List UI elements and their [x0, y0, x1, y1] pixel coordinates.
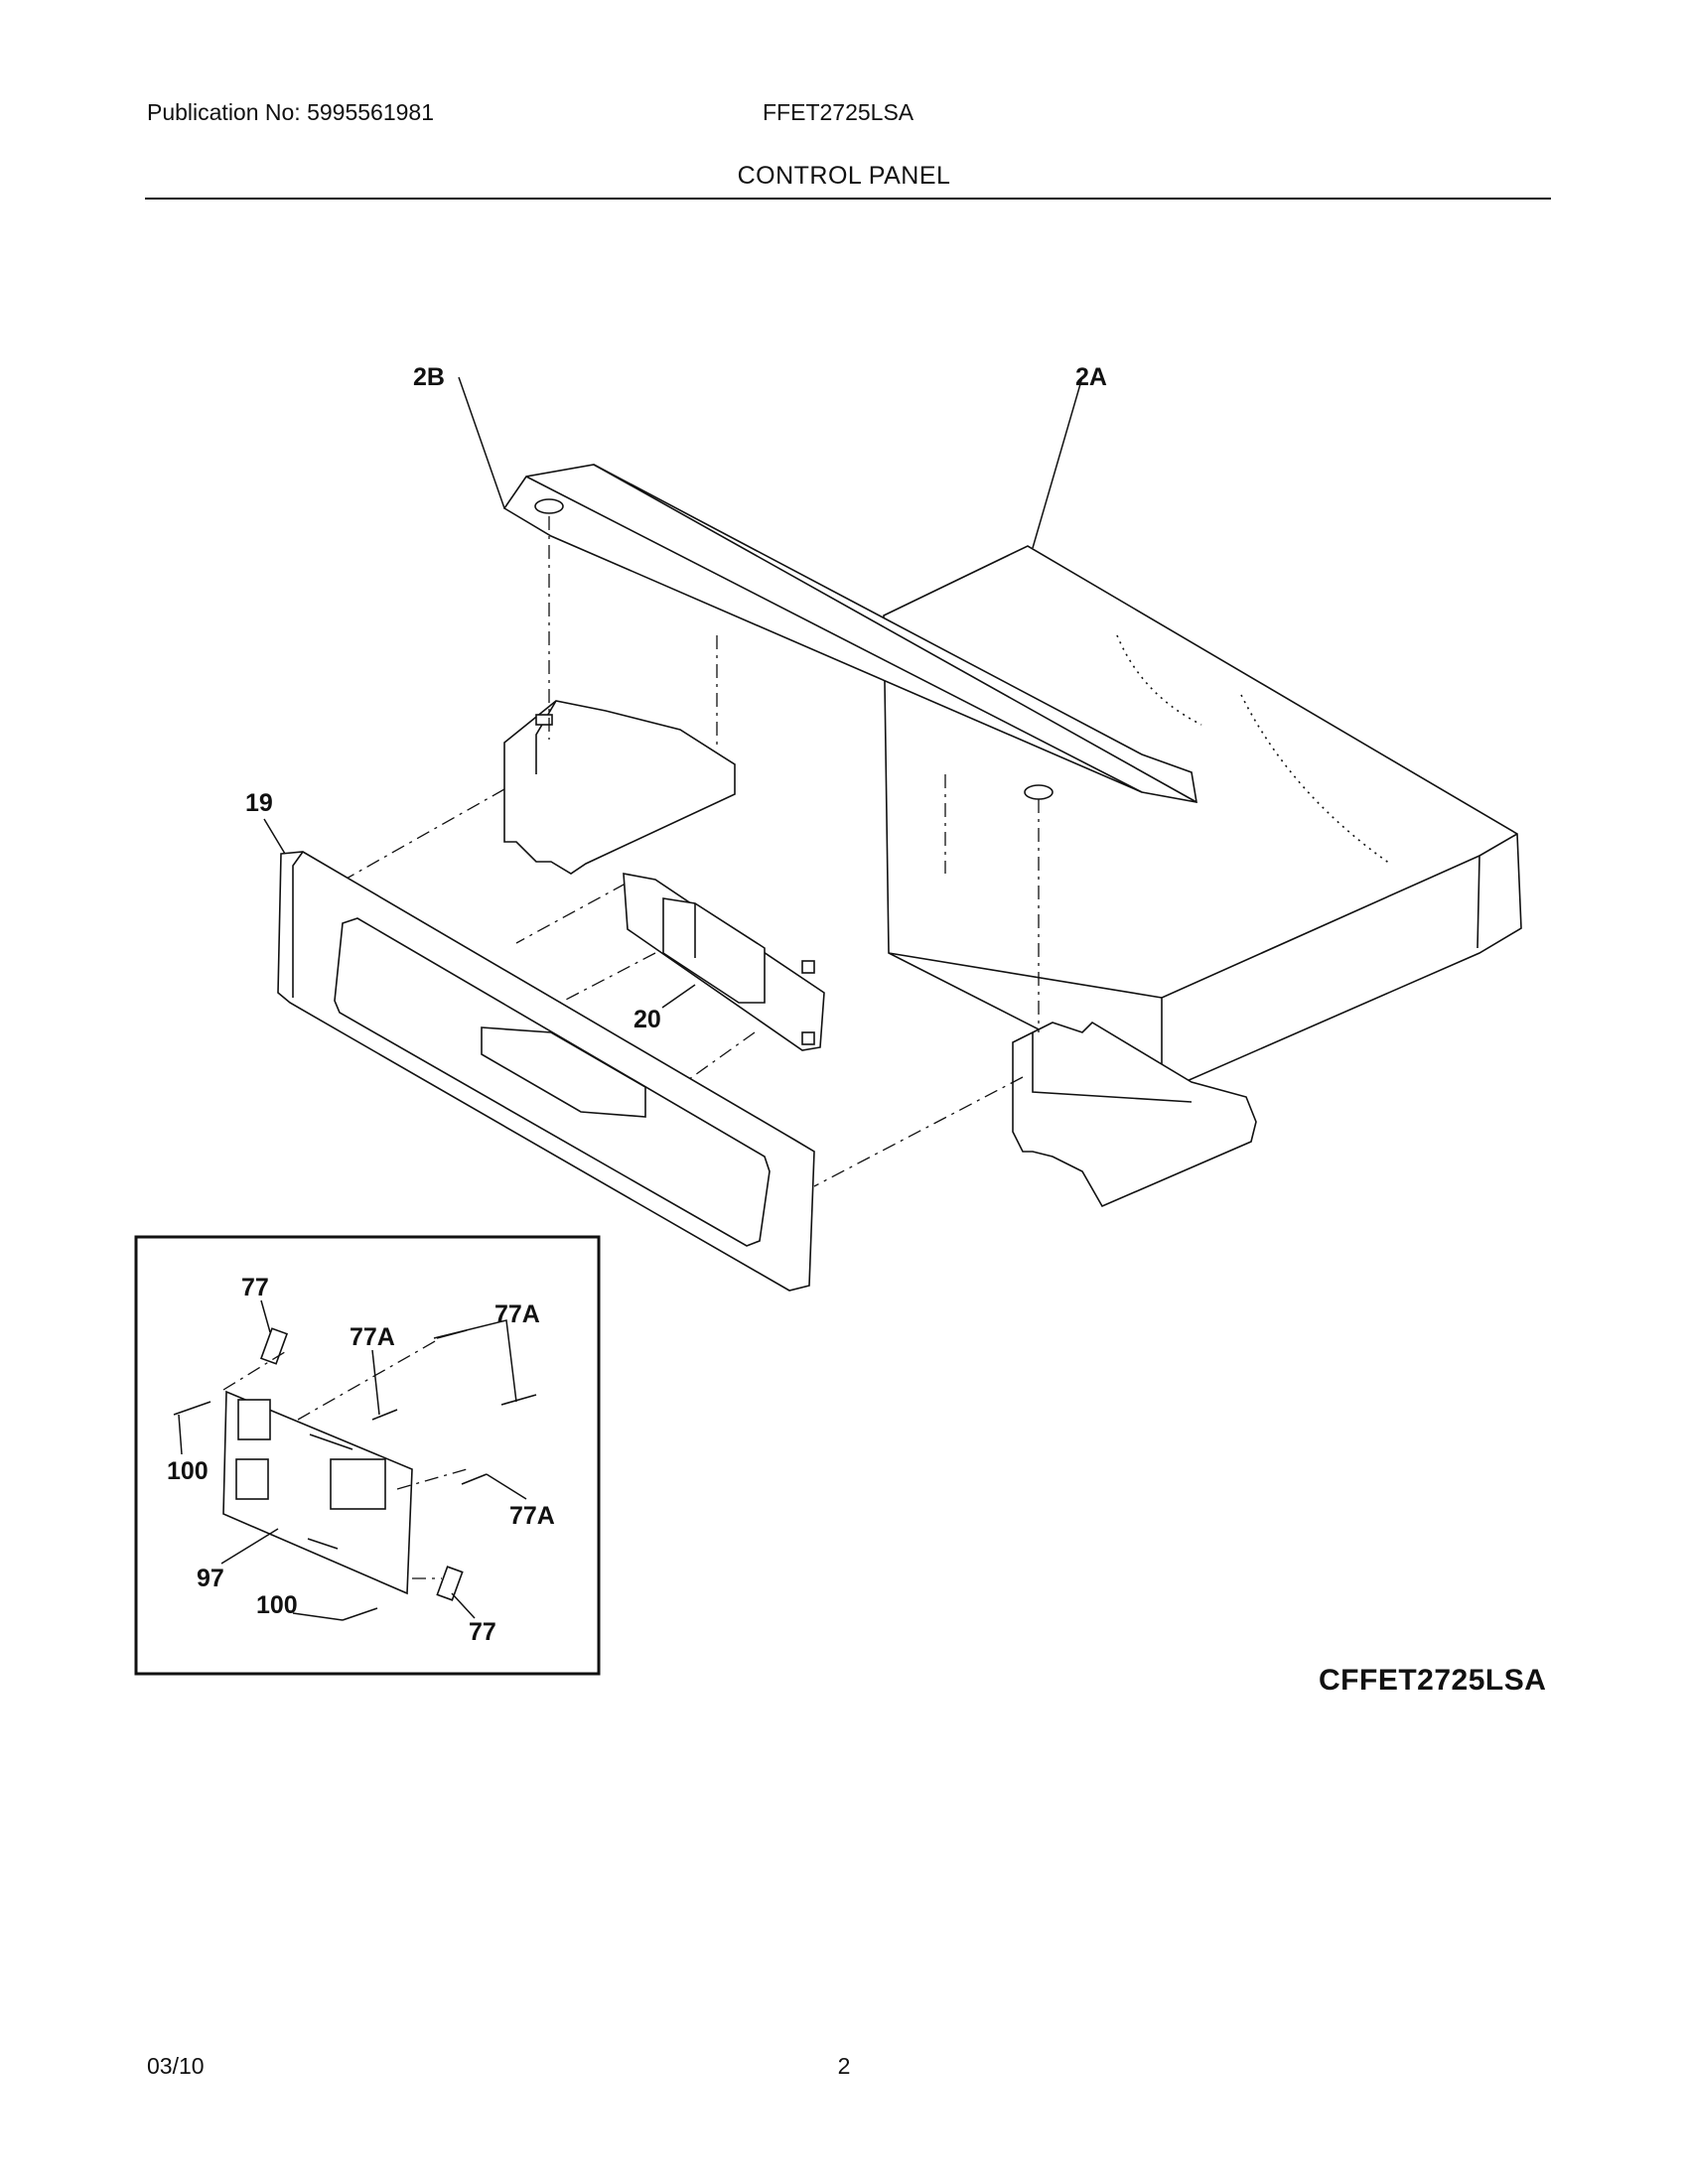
header-rule: [145, 198, 1551, 200]
callout-77A-lower: 77A: [509, 1502, 555, 1530]
front-control-panel: [277, 851, 815, 1292]
model-number: FFET2725LSA: [763, 99, 914, 125]
callout-19: 19: [245, 789, 273, 817]
detail-inset-box: [134, 1235, 601, 1676]
leader-lines: [178, 376, 1083, 1621]
top-trim-rail: [502, 464, 1197, 803]
left-side-bracket: [503, 700, 736, 875]
footer-date: 03/10: [147, 2053, 205, 2079]
callout-77A-left: 77A: [350, 1323, 395, 1351]
callout-100-bottom: 100: [256, 1591, 298, 1619]
callout-77-top: 77: [241, 1274, 269, 1301]
callout-2B: 2B: [413, 363, 445, 391]
cabinet-top-panel: [883, 545, 1522, 1093]
drawing-id: CFFET2725LSA: [1319, 1664, 1547, 1697]
right-side-bracket: [1012, 1021, 1257, 1208]
control-board: [623, 873, 825, 1051]
callout-2A: 2A: [1075, 363, 1107, 391]
callout-20: 20: [633, 1006, 661, 1033]
callout-77A-right: 77A: [494, 1300, 540, 1328]
callout-100-left: 100: [167, 1457, 209, 1485]
publication-number: Publication No: 5995561981: [147, 99, 435, 125]
callout-77-bottom: 77: [469, 1618, 496, 1646]
page-number: 2: [837, 2053, 851, 2079]
section-title: CONTROL PANEL: [737, 162, 951, 190]
callout-97: 97: [197, 1565, 224, 1592]
